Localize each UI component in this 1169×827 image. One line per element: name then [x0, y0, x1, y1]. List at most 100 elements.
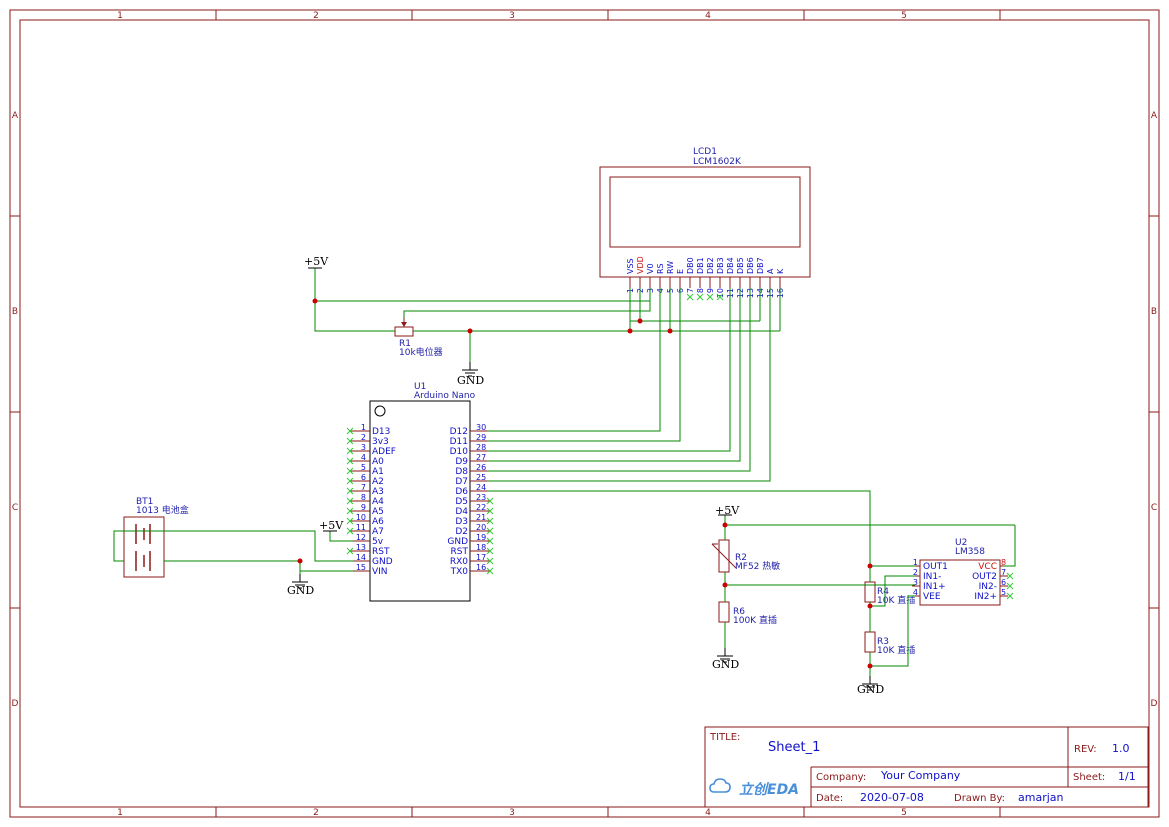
u1-right-pin-name-27: D9: [455, 457, 468, 467]
u1-left-pin-num-10: 10: [356, 513, 366, 522]
u1-left-pin-num-9: 9: [361, 503, 366, 512]
lcd-pin-name-13: DB6: [746, 257, 755, 274]
date-value: 2020-07-08: [860, 791, 924, 804]
power-symbols: +5V GND +5V GND +5V GND GND: [287, 255, 884, 696]
lcd-pin-name-9: DB2: [706, 257, 715, 274]
u1-right-pin-num-16: 16: [476, 563, 486, 572]
u2-left-pin-num-2: 2: [913, 568, 918, 577]
company-label: Company:: [816, 772, 866, 783]
lceda-logo-text: 立创EDA: [739, 781, 799, 798]
frame-col-3-bottom: 3: [509, 808, 515, 818]
r6-resistor[interactable]: R6 100K 直插: [718, 601, 777, 626]
u2-right-pin-num-5: 5: [1001, 588, 1006, 597]
lcd-pin-num-10: 10: [716, 288, 725, 298]
frame-row-c-right: C: [1151, 503, 1157, 513]
u1-left-pin-name-6: A2: [372, 477, 384, 487]
gnd-label-lcd: GND: [457, 374, 484, 387]
u2-right-pin-num-7: 7: [1001, 568, 1006, 577]
sheet-label: Sheet:: [1073, 772, 1105, 783]
u1-right-pin-num-24: 24: [476, 483, 486, 492]
lcd-pin-name-15: A: [766, 268, 775, 274]
frame-row-a-right: A: [1151, 111, 1158, 121]
u1-left-pin-num-11: 11: [356, 523, 366, 532]
drawn-by-label: Drawn By:: [954, 793, 1005, 804]
u1-right-pin-num-27: 27: [476, 453, 486, 462]
lcd-pin-name-1: VSS: [626, 258, 635, 274]
u1-left-pin-num-5: 5: [361, 463, 366, 472]
bt1-battery[interactable]: BT1 1013 电池盒: [123, 497, 189, 578]
lcd-pin-num-8: 8: [696, 288, 705, 293]
u2-right-pin-name-8: VCC: [978, 562, 997, 572]
u1-left-pin-name-8: A4: [372, 497, 384, 507]
lcd-pin-name-4: RS: [656, 263, 665, 274]
frame-row-d-left: D: [12, 699, 19, 709]
frame-row-b-left: B: [12, 307, 18, 317]
r2-value: MF52 热敏: [735, 560, 780, 572]
u1-left-pin-name-2: 3v3: [372, 437, 389, 447]
u1-left-pin-num-13: 13: [356, 543, 366, 552]
lcd-pin-name-6: E: [676, 269, 685, 274]
drawing-frame: 1 2 3 4 5 1 2 3 4 5 A B C D A B C D: [9, 9, 1160, 818]
u2-left-pin-name-4: VEE: [923, 592, 941, 602]
u1-left-pin-name-4: A0: [372, 457, 384, 467]
rev-value: 1.0: [1112, 742, 1130, 755]
lcd1-component[interactable]: LCD1 LCM1602K VSS1VDD2V03RS4RW5E6DB07DB1…: [599, 147, 811, 301]
r2-ref: R2: [735, 553, 747, 563]
frame-col-1-top: 1: [117, 11, 123, 21]
u2-right-pin-name-5: IN2+: [974, 592, 997, 602]
r1-potentiometer[interactable]: R1 10k电位器: [394, 318, 443, 358]
u2-left-pin-num-3: 3: [913, 578, 918, 587]
frame-row-b-right: B: [1151, 307, 1157, 317]
u1-right-pin-num-28: 28: [476, 443, 486, 452]
u1-right-pin-name-24: D6: [455, 487, 468, 497]
frame-col-2-bottom: 2: [313, 808, 319, 818]
title-label: TITLE:: [709, 732, 740, 743]
u1-right-pin-name-21: D3: [455, 517, 468, 527]
lcd-pin-name-7: DB0: [686, 257, 695, 274]
r3-ref: R3: [877, 637, 889, 647]
u1-left-pin-num-12: 12: [356, 533, 366, 542]
u2-left-pin-name-3: IN1+: [923, 582, 946, 592]
r6-value: 100K 直插: [733, 614, 777, 626]
u1-right-pin-name-29: D11: [450, 437, 468, 447]
u1-left-pin-num-2: 2: [361, 433, 366, 442]
u2-right-pin-num-8: 8: [1001, 558, 1006, 567]
lcd-pin-name-11: DB4: [726, 257, 735, 274]
u1-right-pin-num-19: 19: [476, 533, 486, 542]
drawn-by-value: amarjan: [1018, 791, 1064, 804]
u1-left-pin-name-3: ADEF: [372, 447, 396, 457]
bt1-ref: BT1: [136, 497, 153, 507]
u2-left-pin-num-4: 4: [913, 588, 918, 597]
u1-left-pin-num-1: 1: [361, 423, 366, 432]
title-block: TITLE: Sheet_1 REV: 1.0 Company: Your Co…: [704, 726, 1149, 808]
u1-right-pin-num-26: 26: [476, 463, 486, 472]
u1-right-pin-name-16: TX0: [450, 567, 469, 577]
r3-value: 10K 直插: [877, 644, 915, 656]
u1-right-pin-num-18: 18: [476, 543, 486, 552]
u1-right-pin-num-21: 21: [476, 513, 486, 522]
junctions: [297, 298, 873, 669]
u2-value: LM358: [955, 547, 985, 557]
frame-col-5-top: 5: [901, 11, 907, 21]
r2-thermistor[interactable]: R2 MF52 热敏: [711, 539, 780, 573]
u1-left-pin-name-10: A6: [372, 517, 384, 527]
frame-col-4-bottom: 4: [705, 808, 711, 818]
u1-left-pin-name-5: A1: [372, 467, 384, 477]
u1-right-pin-num-25: 25: [476, 473, 486, 482]
u1-left-pin-num-7: 7: [361, 483, 366, 492]
sheet-value: 1/1: [1118, 770, 1136, 783]
frame-row-d-right: D: [1151, 699, 1158, 709]
company-value: Your Company: [880, 769, 961, 782]
u1-left-pin-name-7: A3: [372, 487, 384, 497]
u1-left-pin-name-15: VIN: [372, 567, 388, 577]
u2-left-pin-num-1: 1: [913, 558, 918, 567]
u1-right-pin-name-20: D2: [455, 527, 468, 537]
u1-left-pin-num-14: 14: [356, 553, 366, 562]
lcd-pin-name-10: DB3: [716, 257, 725, 274]
u1-right-pin-name-23: D5: [455, 497, 468, 507]
lceda-logo: 立创EDA: [709, 778, 799, 798]
r1-ref: R1: [399, 339, 411, 349]
